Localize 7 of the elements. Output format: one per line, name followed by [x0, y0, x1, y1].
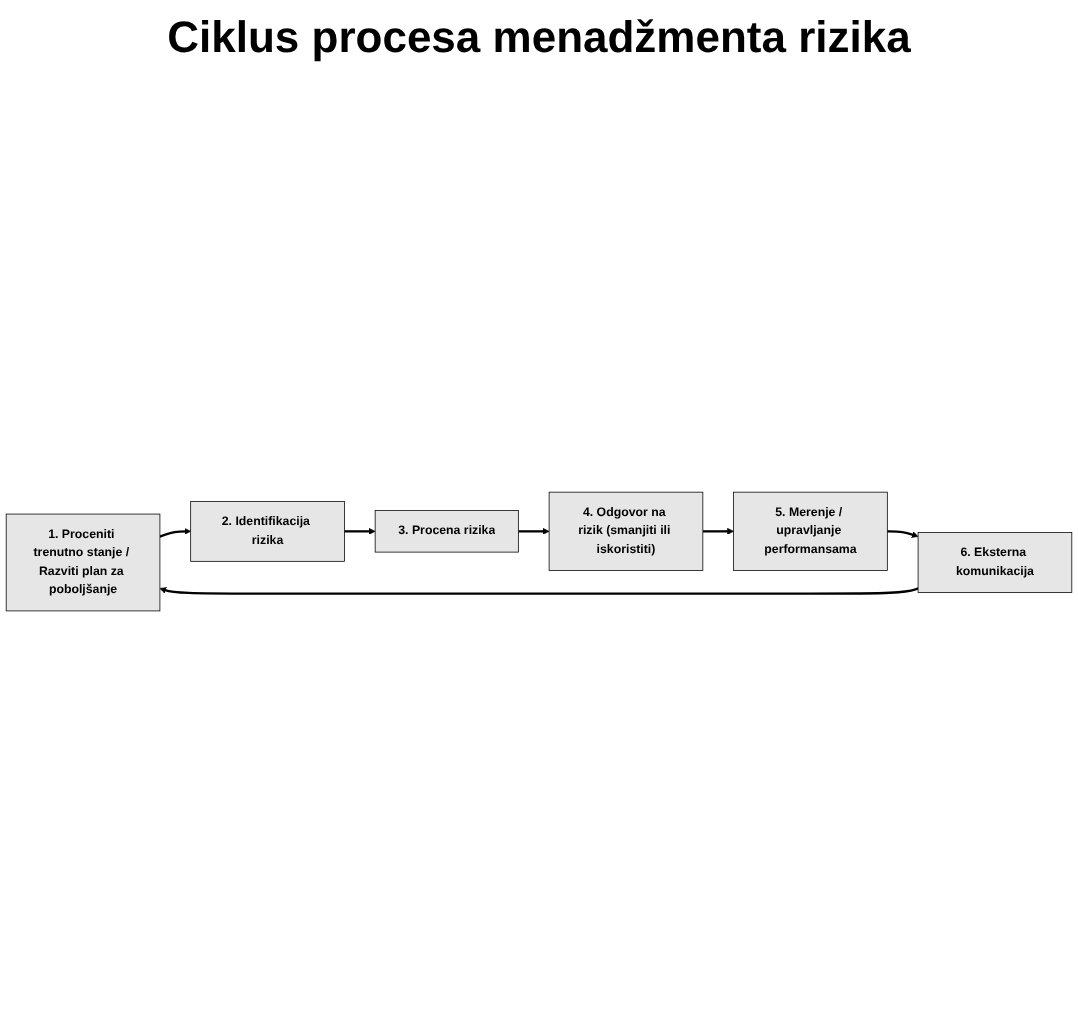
- arrow: [518, 527, 550, 535]
- arrow: [159, 586, 919, 595]
- arrow: [159, 527, 191, 538]
- arrow: [344, 527, 376, 535]
- arrow: [702, 527, 734, 535]
- arrow: [887, 529, 919, 538]
- diagram-title: Ciklus procesa menadžmenta rizika: [167, 12, 911, 64]
